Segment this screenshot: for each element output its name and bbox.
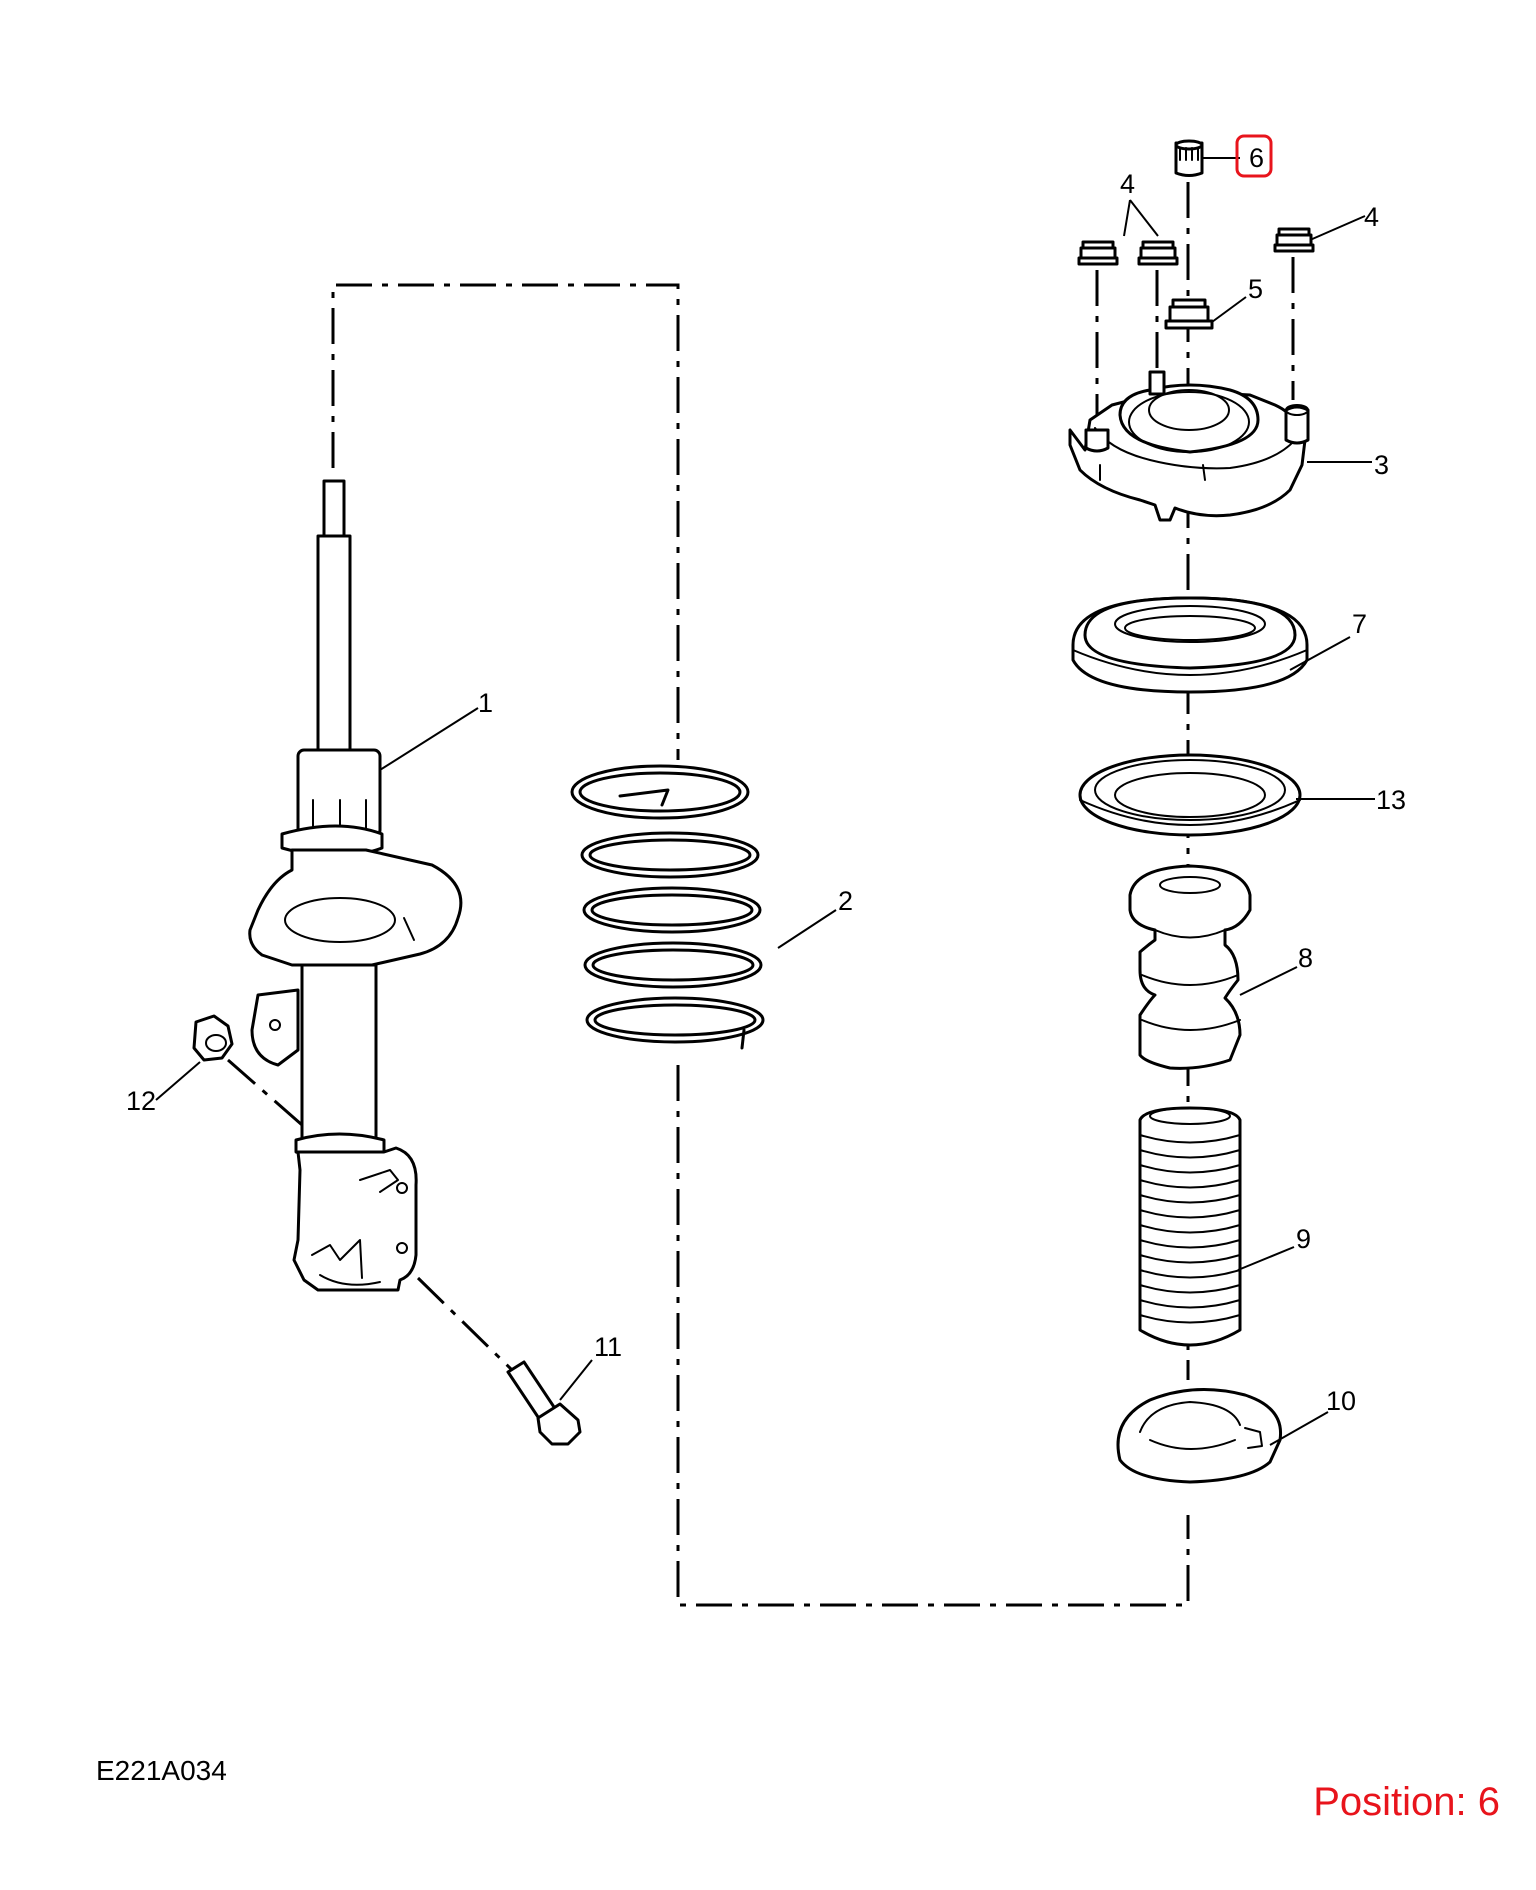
part-upper-spring-seat[interactable] <box>1078 753 1302 837</box>
part-top-mount[interactable] <box>1068 370 1310 522</box>
drawing-id: E221A034 <box>96 1755 227 1786</box>
callout-4-right[interactable]: 4 <box>1364 202 1379 232</box>
callout-11[interactable]: 11 <box>594 1332 622 1362</box>
callout-12[interactable]: 12 <box>126 1086 156 1116</box>
part-lower-spring-seat[interactable] <box>1116 1388 1283 1484</box>
selected-callout-highlight <box>1235 134 1273 178</box>
part-nut-12[interactable] <box>192 1014 234 1062</box>
part-strut[interactable] <box>248 479 463 1292</box>
callout-9[interactable]: 9 <box>1296 1224 1311 1254</box>
callout-labels: 1 2 3 4 4 5 6 7 8 9 10 11 12 13 <box>126 143 1406 1416</box>
part-bolt[interactable] <box>506 1360 582 1446</box>
callout-1[interactable]: 1 <box>478 688 493 718</box>
part-bearing[interactable] <box>1071 596 1309 694</box>
part-nut-5[interactable] <box>1164 298 1214 330</box>
part-dust-boot[interactable] <box>1138 1106 1242 1347</box>
callout-7[interactable]: 7 <box>1352 609 1367 639</box>
position-label: Position: 6 <box>1313 1780 1500 1824</box>
part-bump-stop[interactable] <box>1128 864 1252 1070</box>
part-cap[interactable] <box>1174 139 1204 177</box>
part-nut-4a[interactable] <box>1077 240 1119 266</box>
part-nut-4b[interactable] <box>1137 240 1179 266</box>
callout-10[interactable]: 10 <box>1326 1386 1356 1416</box>
part-nut-4c[interactable] <box>1273 227 1315 253</box>
callout-5[interactable]: 5 <box>1248 274 1263 304</box>
callout-13[interactable]: 13 <box>1376 785 1406 815</box>
callout-3[interactable]: 3 <box>1374 450 1389 480</box>
part-coil-spring[interactable] <box>570 764 765 1050</box>
callout-2[interactable]: 2 <box>838 886 853 916</box>
callout-4[interactable]: 4 <box>1120 169 1135 199</box>
callout-8[interactable]: 8 <box>1298 943 1313 973</box>
leader-lines <box>155 157 1375 1446</box>
callout-6[interactable]: 6 <box>1249 143 1264 173</box>
